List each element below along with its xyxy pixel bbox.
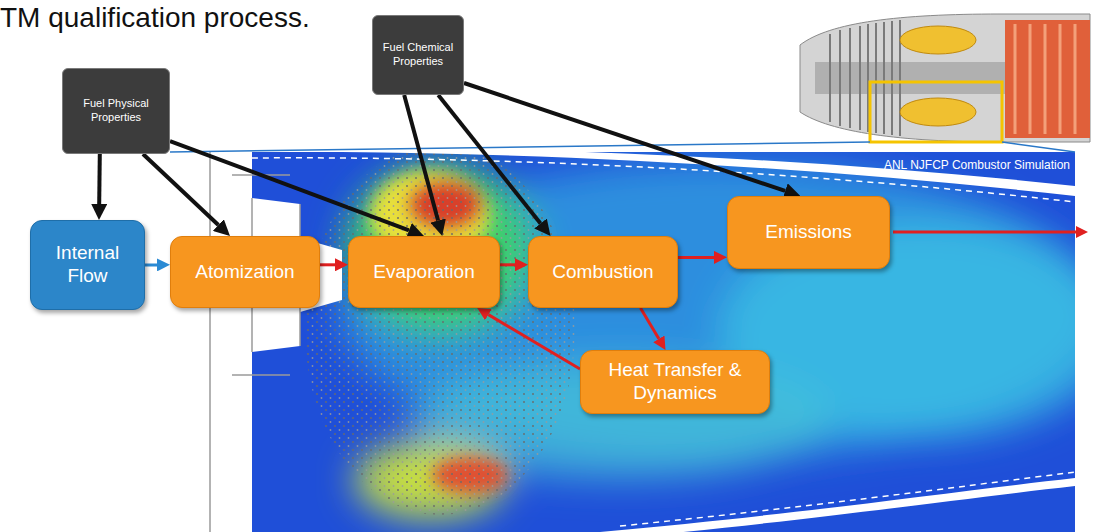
flow-arrow [143, 154, 218, 225]
injector-outline [210, 152, 300, 532]
flow-arrow [641, 308, 659, 339]
injector-body [170, 152, 342, 532]
turbine-section [1005, 20, 1090, 138]
compressor-blades [830, 20, 900, 136]
combustor-can [900, 98, 976, 126]
flow-arrow [145, 263, 157, 266]
process-box: Evaporation [348, 236, 500, 308]
input-box: Fuel Chemical Properties [372, 15, 464, 95]
zoom-leader-line [170, 142, 870, 152]
flow-arrow [488, 315, 580, 369]
node-label: Fuel Physical Properties [71, 97, 161, 125]
node-label: Fuel Chemical Properties [381, 41, 455, 69]
simulation-panel [170, 152, 1075, 532]
engine-shaft [815, 62, 1005, 94]
node-label: Atomization [195, 261, 294, 284]
process-box: Combustion [528, 236, 678, 308]
wall-cooling-holes [620, 472, 1075, 526]
process-box: Internal Flow [30, 220, 145, 310]
zoom-leader-line [1002, 142, 1075, 152]
flow-arrow [464, 83, 785, 191]
flow-arrow [170, 141, 409, 230]
flow-arrow [404, 95, 438, 221]
node-label: Heat Transfer & Dynamics [593, 359, 757, 405]
process-box: Emissions [727, 196, 890, 269]
flow-arrow [438, 95, 540, 223]
engine-illustration [800, 14, 1090, 142]
flow-arrow [678, 256, 714, 259]
process-box: Atomization [170, 236, 320, 308]
flow-arrow [500, 263, 515, 266]
node-label: Internal Flow [41, 242, 134, 288]
turbine-blades [1015, 24, 1075, 134]
flow-arrow [320, 263, 335, 266]
flow-arrow [97, 154, 102, 204]
wall-cooling-holes [252, 158, 1075, 202]
combustor-wall [600, 478, 1075, 532]
combustor-can [900, 26, 976, 54]
node-label: Evaporation [373, 261, 474, 284]
input-box: Fuel Physical Properties [62, 68, 170, 154]
node-label: Combustion [552, 261, 653, 284]
node-label: Emissions [765, 221, 852, 244]
process-box: Heat Transfer & Dynamics [580, 350, 770, 414]
engine-casing [800, 14, 1090, 142]
page-title: TM qualification process. [0, 2, 310, 34]
panel-caption: ANL NJFCP Combustor Simulation [884, 158, 1070, 172]
zoom-frame [870, 82, 1002, 142]
exhaust-arrow [893, 231, 1076, 234]
